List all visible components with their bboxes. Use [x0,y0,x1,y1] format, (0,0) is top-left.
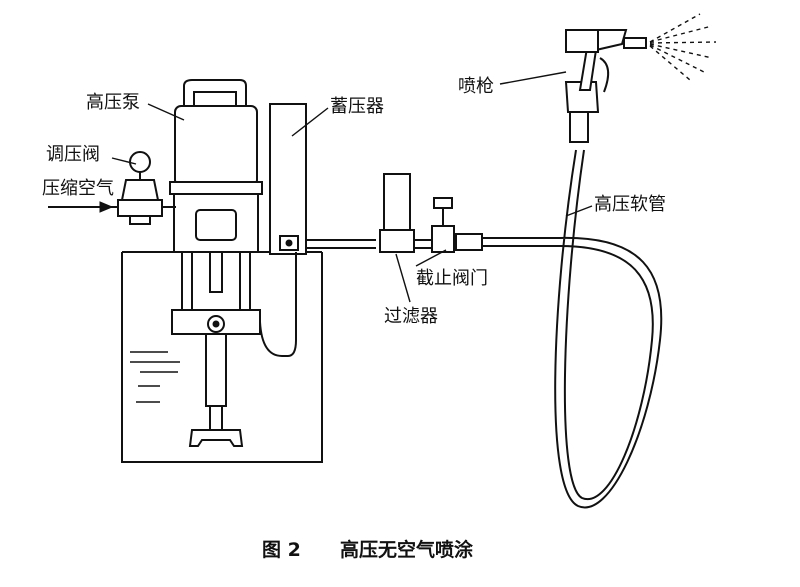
regulator-valve [117,151,176,225]
label-spray-gun: 喷枪 [458,76,494,97]
label-regulator: 调压阀 [46,144,100,165]
outlet-pipe [306,239,376,249]
accumulator [269,103,307,255]
label-pump: 高压泵 [86,92,140,113]
label-hose: 高压软管 [594,194,666,215]
label-compressed-air: 压缩空气 [42,178,114,199]
leader-lines [111,71,593,303]
spray-mist [649,13,717,81]
figure-title: 高压无空气喷涂 [340,538,473,561]
air-inlet-arrow [48,201,118,213]
label-filter: 过滤器 [384,306,438,327]
return-pipe [259,252,297,357]
spray-gun [564,29,647,143]
figure-number: 图 2 [262,539,301,561]
high-pressure-pump [169,79,263,447]
label-shutoff-valve: 截止阀门 [416,268,488,289]
high-pressure-hose [554,149,663,509]
label-accumulator: 蓄压器 [330,96,384,117]
shutoff-valve [431,197,560,253]
filter [379,173,432,253]
